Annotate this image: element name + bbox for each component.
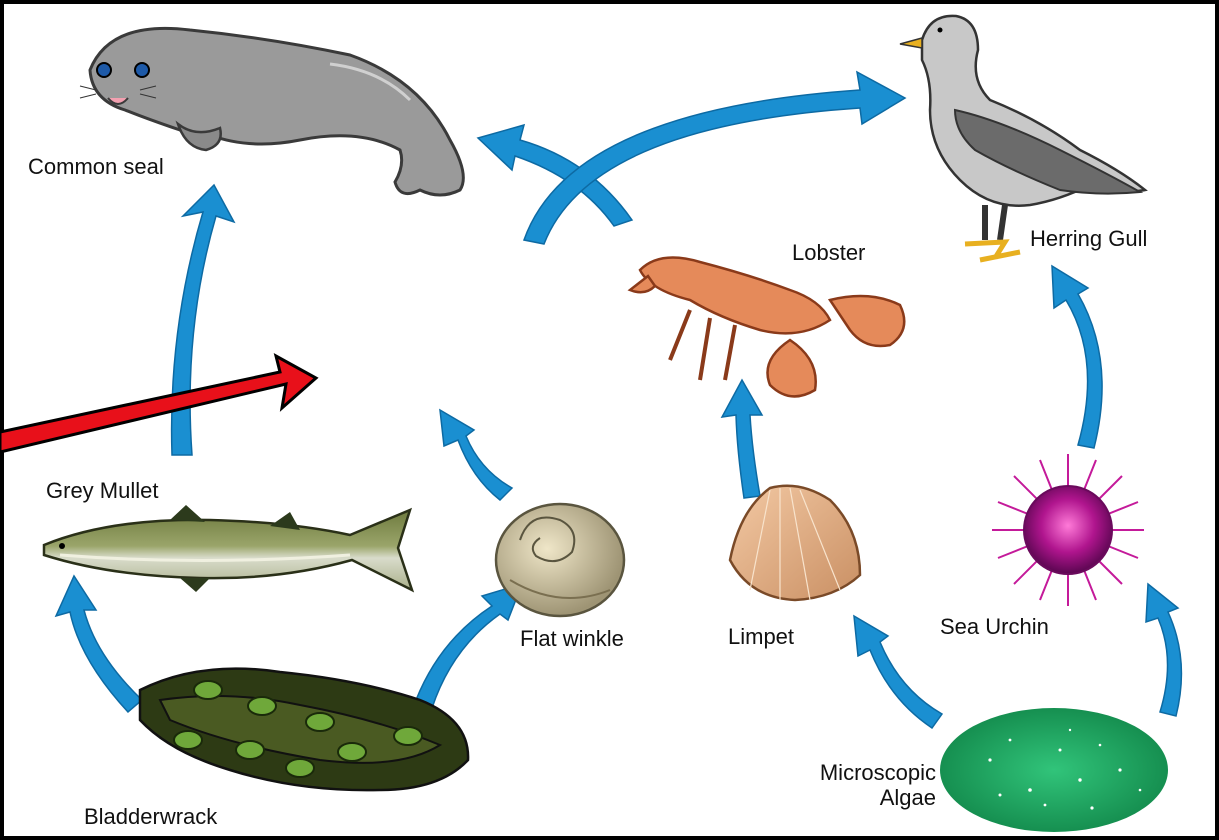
flat-winkle-illustration — [496, 504, 624, 616]
lobster-illustration — [630, 258, 904, 397]
red-pointer-arrow — [0, 356, 316, 452]
label-bladderwrack: Bladderwrack — [84, 804, 217, 829]
label-microscopic-algae: Microscopic Algae — [752, 760, 936, 811]
arrow-algae-to-urchin — [1146, 584, 1181, 716]
arrow-urchin-to-gull — [1052, 266, 1102, 448]
limpet-illustration — [730, 486, 860, 600]
herring-gull-illustration — [900, 16, 1145, 260]
arrow-limpet-to-lobster — [722, 380, 762, 498]
grey-mullet-illustration — [44, 505, 412, 592]
label-herring-gull: Herring Gull — [1030, 226, 1147, 251]
label-sea-urchin: Sea Urchin — [940, 614, 1049, 639]
label-limpet: Limpet — [728, 624, 794, 649]
arrow-bladderwrack-to-mullet — [56, 576, 142, 712]
label-flat-winkle: Flat winkle — [520, 626, 624, 651]
label-grey-mullet: Grey Mullet — [46, 478, 158, 503]
label-lobster: Lobster — [792, 240, 865, 265]
arrow-winkle-to-center — [440, 410, 512, 500]
arrow-bladderwrack-to-winkle — [416, 584, 522, 708]
arrow-center-to-gull — [524, 72, 905, 244]
sea-urchin-illustration — [992, 454, 1144, 606]
microscopic-algae-illustration — [940, 708, 1168, 832]
label-microscopic-algae-line1: Microscopic — [820, 760, 936, 785]
label-microscopic-algae-line2: Algae — [880, 785, 936, 810]
bladderwrack-illustration — [140, 669, 468, 791]
arrow-mullet-to-seal — [172, 185, 234, 455]
label-common-seal: Common seal — [28, 154, 164, 179]
arrow-algae-to-limpet — [854, 616, 942, 728]
